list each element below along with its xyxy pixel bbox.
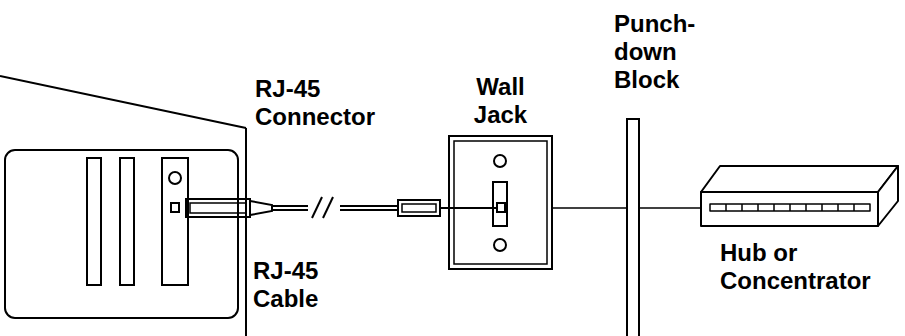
jack-plate-inner <box>454 141 547 264</box>
punch-down-block: Punch-down Block <box>626 118 640 336</box>
port-divider <box>725 204 727 211</box>
card-port <box>171 203 179 212</box>
cable <box>272 205 308 207</box>
jack-plate <box>449 136 552 269</box>
case-side-edge <box>245 128 247 336</box>
case-top-edge <box>0 76 246 128</box>
bracket-screw <box>169 172 181 184</box>
cable <box>272 209 308 211</box>
jack-socket <box>493 182 507 226</box>
port-divider <box>741 204 743 211</box>
wire <box>640 207 700 209</box>
card-slot <box>120 158 134 285</box>
hub-top <box>701 166 898 192</box>
break-mark <box>312 197 322 218</box>
cable <box>340 205 398 207</box>
port-row <box>710 204 870 211</box>
port-divider <box>789 204 791 211</box>
node-heading: Punch-down Block <box>614 10 695 94</box>
port-divider <box>821 204 823 211</box>
hub-box-outline <box>700 165 900 227</box>
plug-detail <box>402 204 436 212</box>
plug-boot <box>250 201 272 215</box>
plate-screw <box>494 239 506 251</box>
hub-side <box>878 166 898 226</box>
part-label: RJ-45 Cable <box>253 257 343 313</box>
part-label: RJ-45 Connector <box>255 75 395 131</box>
node-heading: Wall Jack <box>474 73 527 129</box>
network-card-bracket <box>162 158 188 285</box>
hub-front <box>701 192 878 226</box>
rj45-plug <box>398 200 440 216</box>
port-divider <box>853 204 855 211</box>
card-slot <box>87 158 101 285</box>
port-divider <box>757 204 759 211</box>
node-heading: Hub or Concentrator <box>720 239 890 295</box>
socket-port <box>497 203 505 212</box>
break-mark <box>323 197 333 218</box>
wire <box>553 207 626 209</box>
back-panel <box>5 150 238 318</box>
wall-jack: Wall Jack <box>448 135 553 270</box>
hub-box: Hub or Concentrator <box>700 165 900 227</box>
port-divider <box>805 204 807 211</box>
cable <box>340 209 398 211</box>
port-divider <box>773 204 775 211</box>
plug-detail <box>190 203 246 213</box>
port-divider <box>837 204 839 211</box>
rj45-plug <box>186 199 250 217</box>
plate-screw <box>494 155 506 167</box>
wall-jack-outline <box>448 135 553 270</box>
